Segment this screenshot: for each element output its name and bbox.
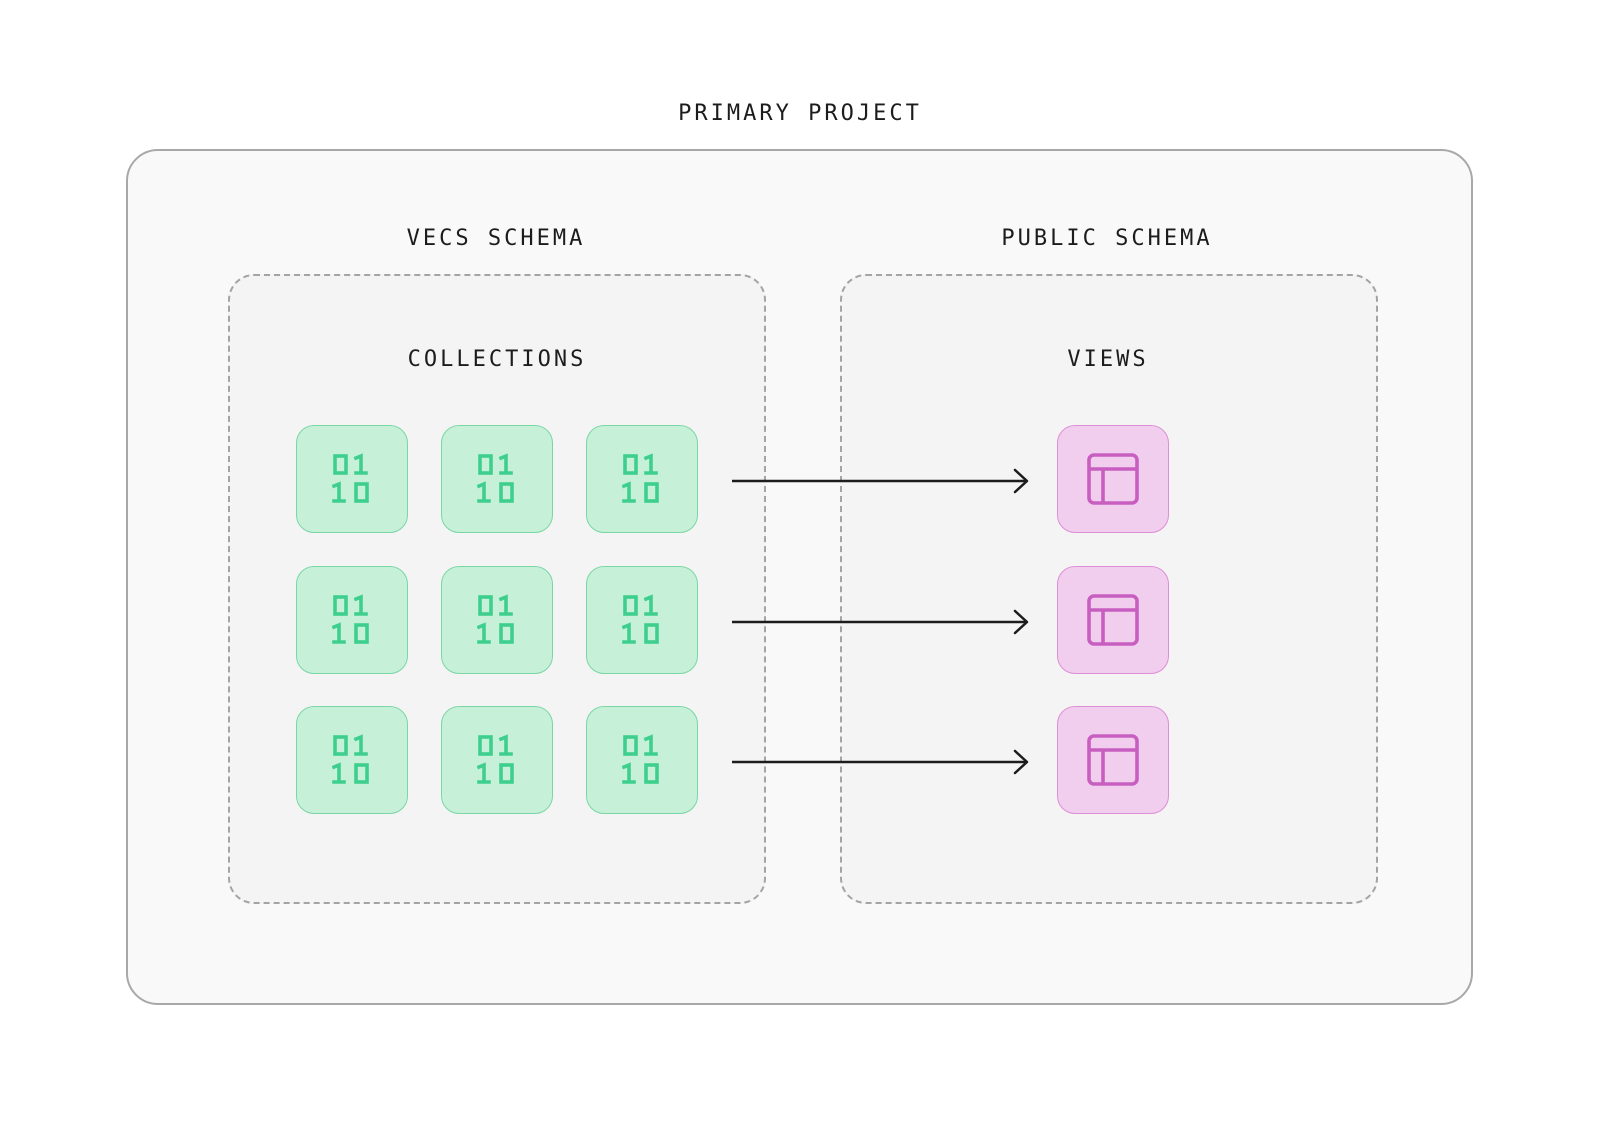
collection-tile (296, 706, 408, 814)
collection-tile (441, 706, 553, 814)
view-tile (1057, 706, 1169, 814)
binary-icon (477, 594, 514, 644)
views-label: VIEWS (1067, 347, 1149, 372)
collection-tile (441, 566, 553, 674)
binary-icon (622, 594, 659, 644)
binary-icon (332, 734, 369, 784)
binary-icon (332, 594, 369, 644)
collections-label: COLLECTIONS (407, 347, 587, 372)
binary-icon (477, 453, 514, 503)
view-tile (1057, 425, 1169, 533)
project-title: PRIMARY PROJECT (678, 101, 922, 126)
binary-icon (622, 734, 659, 784)
collection-tile (586, 566, 698, 674)
vecs-schema-title: VECS SCHEMA (406, 226, 586, 251)
collection-tile (296, 425, 408, 533)
collection-tile (296, 566, 408, 674)
binary-icon (622, 453, 659, 503)
collection-tile (586, 706, 698, 814)
binary-icon (477, 734, 514, 784)
collection-tile (586, 425, 698, 533)
table-icon (1087, 594, 1139, 646)
public-schema-title: PUBLIC SCHEMA (1001, 226, 1213, 251)
binary-icon (332, 453, 369, 503)
view-tile (1057, 566, 1169, 674)
table-icon (1087, 453, 1139, 505)
collection-tile (441, 425, 553, 533)
table-icon (1087, 734, 1139, 786)
